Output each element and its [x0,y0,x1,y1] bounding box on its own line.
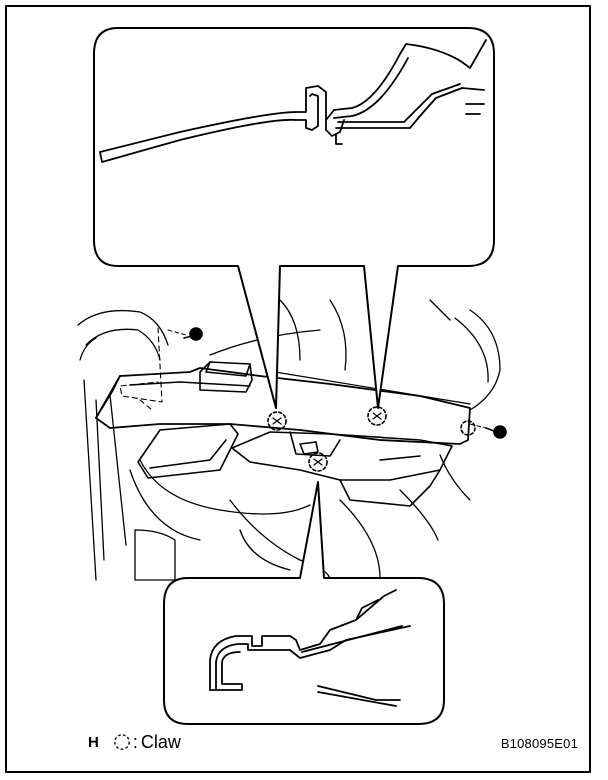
legend-separator: : [132,731,138,752]
vehicle-body-lines [77,299,501,581]
legend-marker: H [88,733,99,751]
claw-marker-1 [267,411,287,431]
claw-marker-3 [460,420,476,436]
claw-marker-4 [308,452,328,472]
figure-reference-code: B108095E01 [500,736,578,751]
dashed-circle-icon [113,734,130,750]
lower-callout [163,481,445,725]
fastener-guide-line [139,399,153,411]
upper-clip-profile [99,39,487,163]
upper-callout [93,27,495,409]
lower-clip-profile [209,589,411,707]
bolt-right-guide [469,423,487,429]
legend-label: Claw [140,731,181,752]
lower-cover-panel [95,361,471,507]
claw-marker-2 [367,406,387,426]
bolt-right-icon [485,425,507,439]
bolt-left-icon [183,327,203,341]
fastener-guide-box [119,327,163,403]
bolt-left-guide [167,329,187,336]
legend: H : Claw [88,730,181,754]
page-border [5,5,591,773]
